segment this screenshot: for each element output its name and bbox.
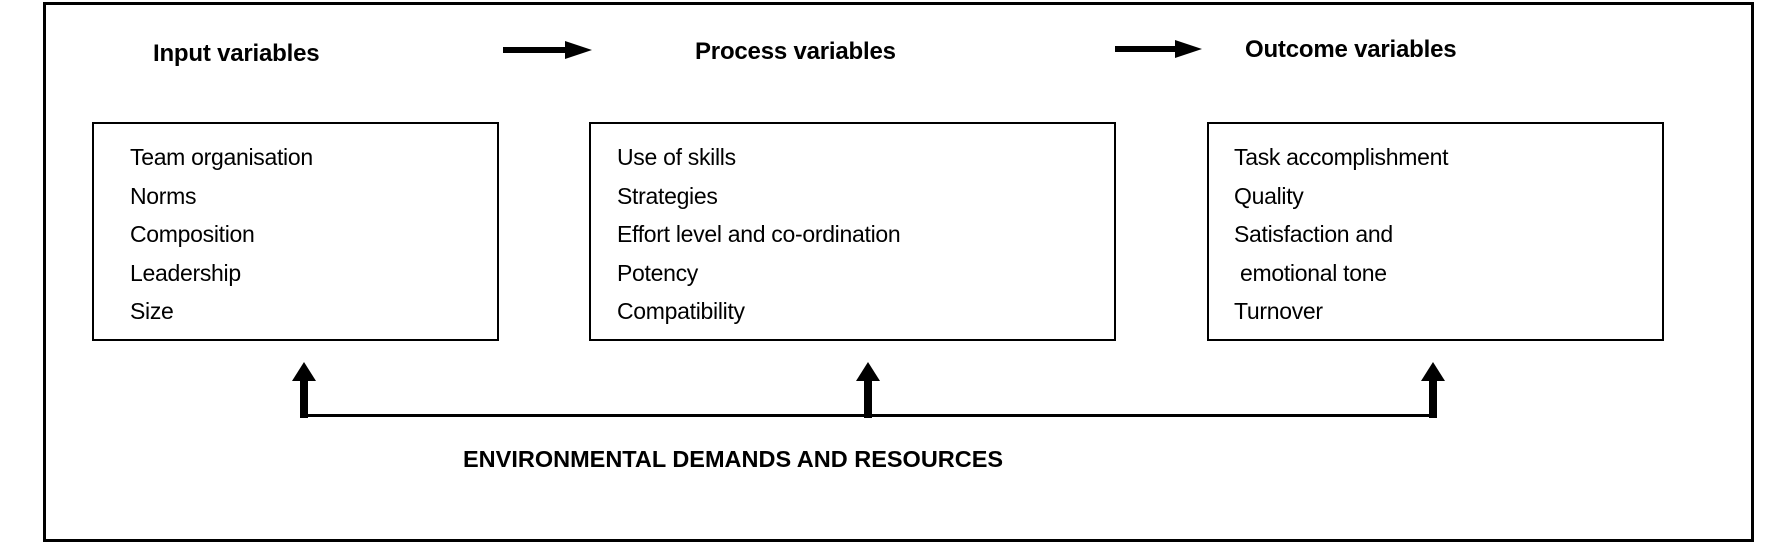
arrow-up-icon	[856, 362, 880, 418]
environment-label: ENVIRONMENTAL DEMANDS AND RESOURCES	[463, 446, 1004, 472]
input-item: Leadership	[130, 259, 241, 286]
outcome-item: Quality	[1234, 182, 1304, 209]
outcome-item: emotional tone	[1240, 259, 1387, 286]
arrow-right-icon	[503, 41, 592, 59]
process-item: Potency	[617, 259, 699, 286]
process-item: Compatibility	[617, 298, 745, 324]
input-item: Norms	[130, 182, 197, 209]
environment-connector-line	[300, 414, 1437, 417]
outcome-item: Task accomplishment	[1234, 144, 1449, 170]
input-variables-box: Team organisation Norms Composition Lead…	[92, 122, 499, 341]
process-variables-box: Use of skills Strategies Effort level an…	[589, 122, 1116, 341]
process-item: Strategies	[617, 182, 718, 209]
outcome-item: Turnover	[1234, 298, 1323, 324]
header-process-variables: Process variables	[695, 38, 896, 65]
outcome-item: Satisfaction and	[1234, 221, 1393, 247]
process-item: Effort level and co-ordination	[617, 221, 901, 247]
input-item: Team organisation	[130, 144, 313, 170]
arrow-up-icon	[1421, 362, 1445, 418]
process-item: Use of skills	[617, 144, 736, 170]
input-item: Size	[130, 298, 174, 324]
header-input-variables: Input variables	[153, 40, 320, 67]
arrow-up-icon	[292, 362, 316, 418]
input-item: Composition	[130, 221, 255, 247]
outcome-variables-box: Task accomplishment Quality Satisfaction…	[1207, 122, 1664, 341]
arrow-right-icon	[1115, 40, 1202, 58]
header-outcome-variables: Outcome variables	[1245, 36, 1457, 63]
